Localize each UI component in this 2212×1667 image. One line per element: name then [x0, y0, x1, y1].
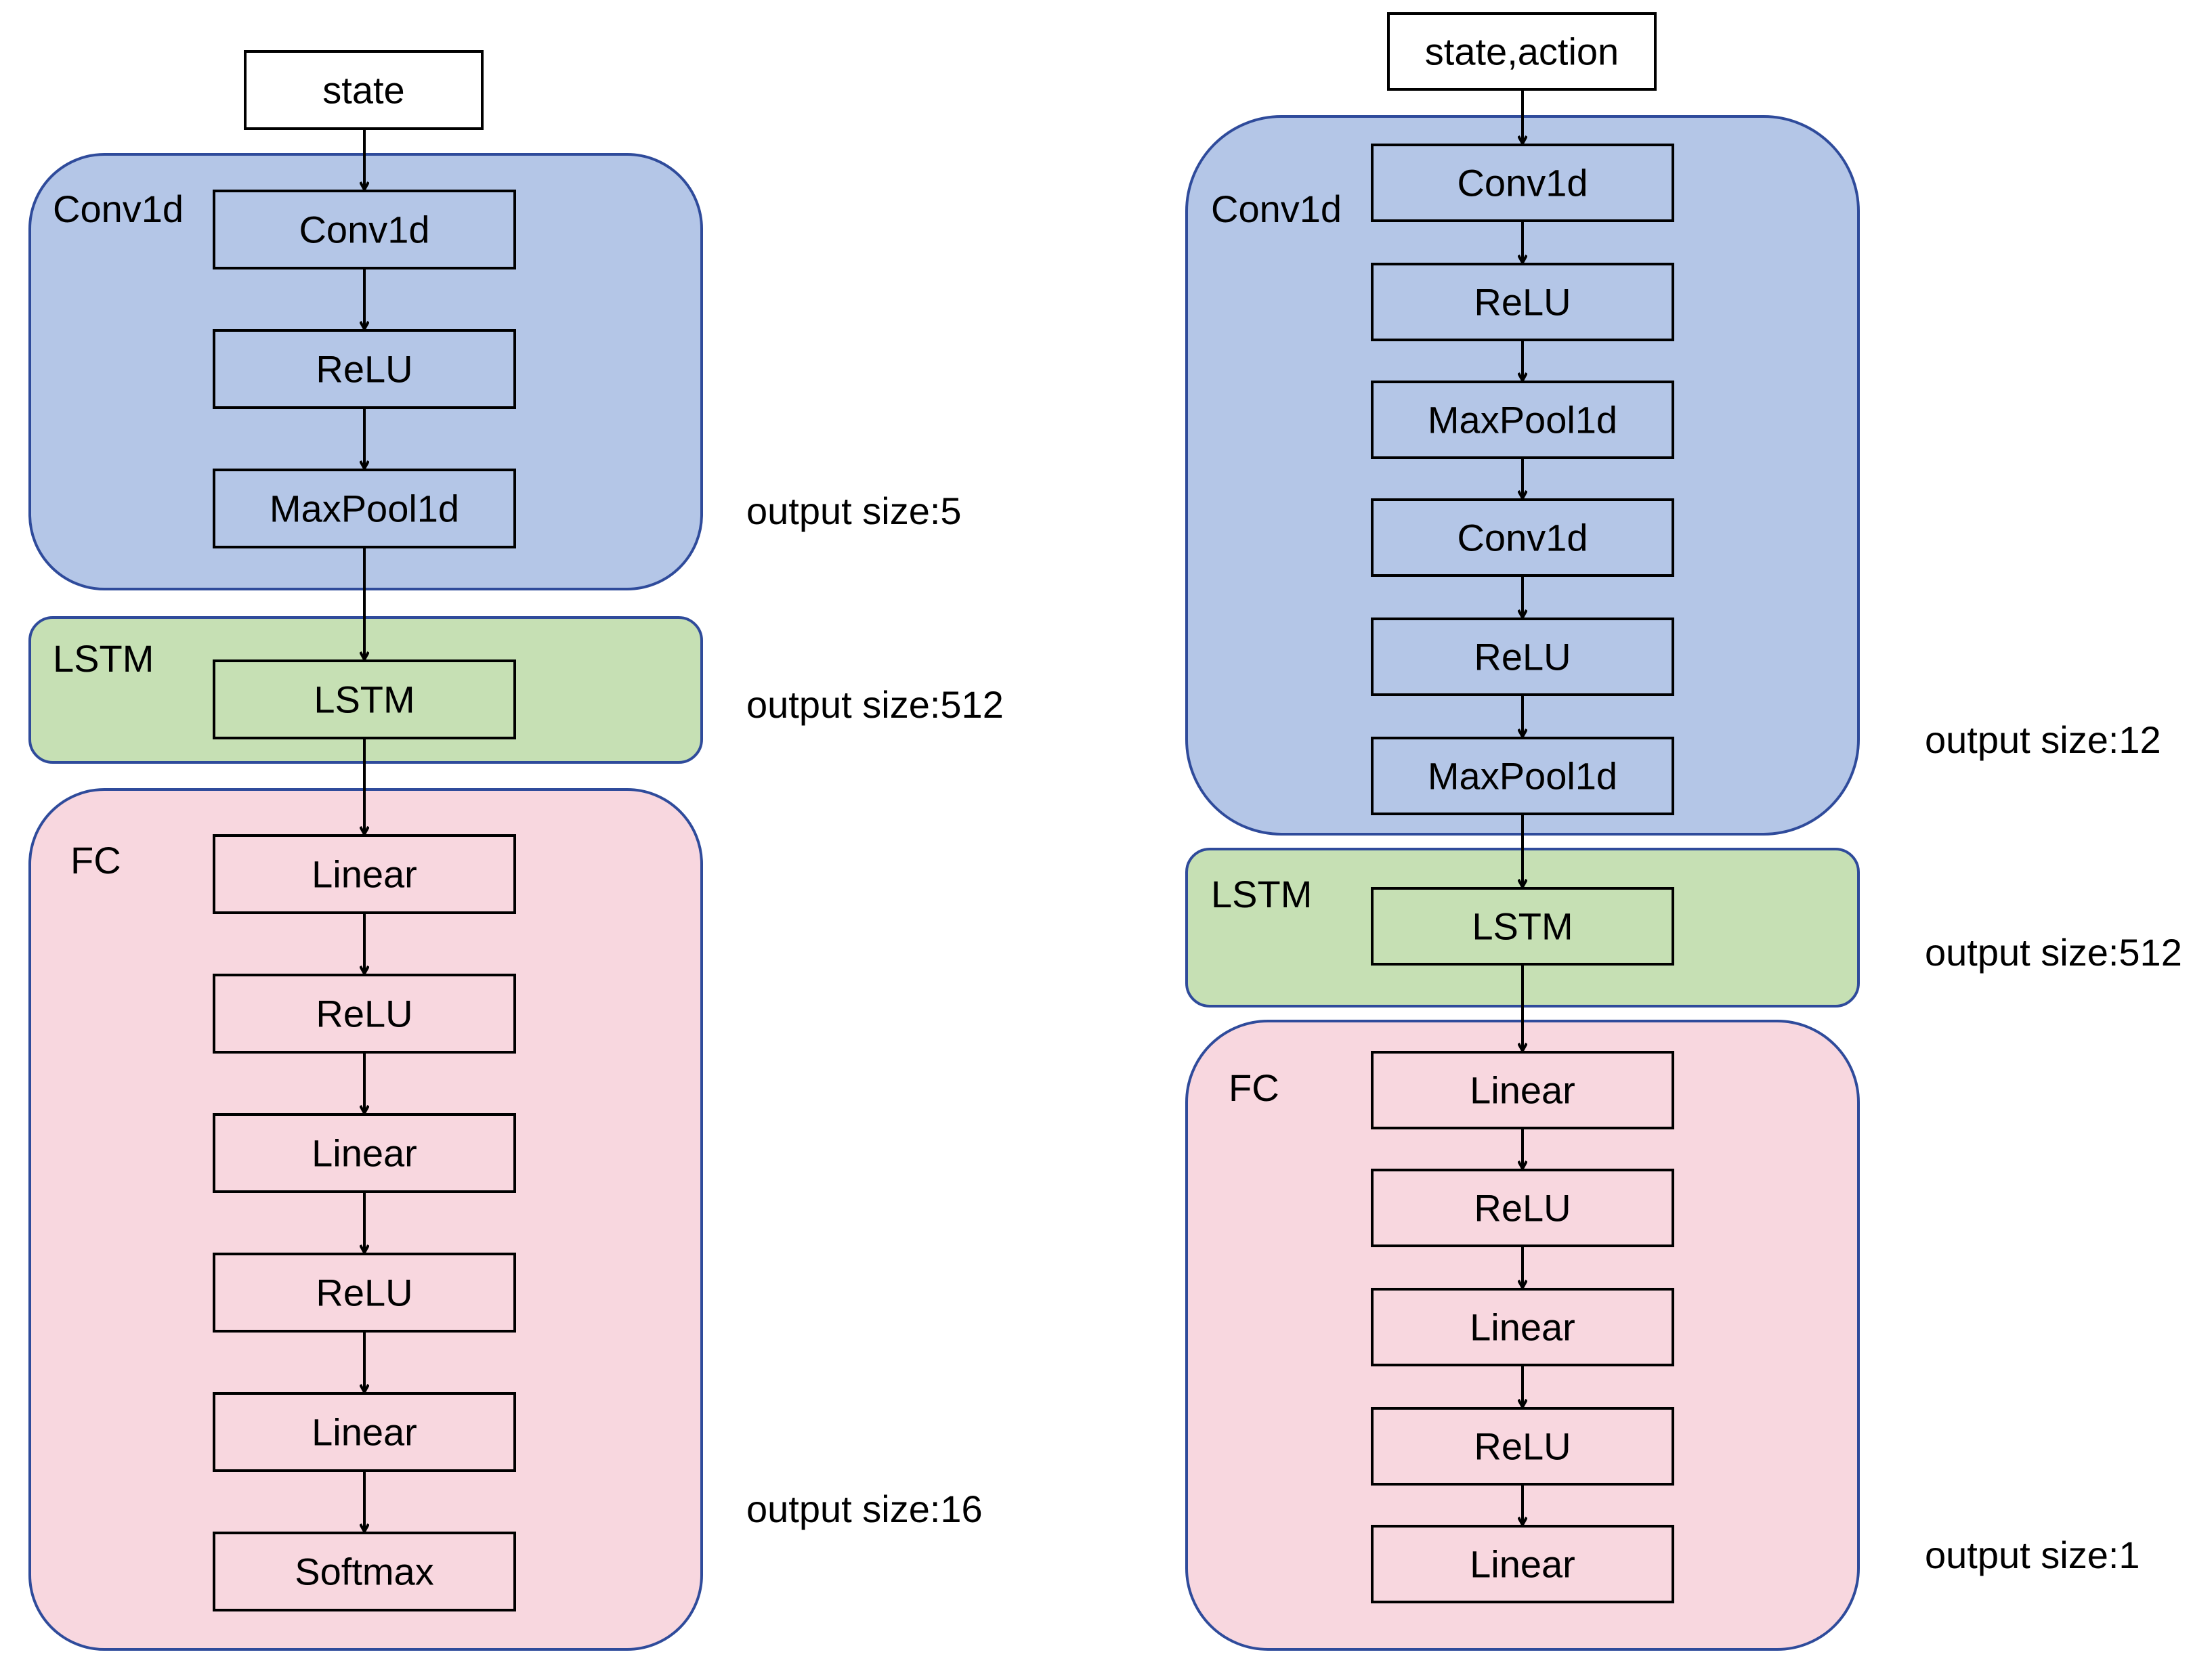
right-fc-output-size: output size:1	[1925, 1534, 2140, 1576]
left-fc-layer-1	[213, 974, 516, 1054]
left-conv-layer-0-label: Conv1d	[299, 209, 429, 251]
right-fc-layer-3-label: ReLU	[1474, 1425, 1571, 1468]
right-conv-layer-2-label: MaxPool1d	[1428, 399, 1617, 441]
right-fc-layer-1	[1371, 1169, 1674, 1247]
right-lstm-layer-0	[1371, 887, 1674, 966]
left-fc-layer-3-label: ReLU	[316, 1272, 412, 1314]
right-conv-layer-4	[1371, 618, 1674, 696]
right-conv-layer-5	[1371, 737, 1674, 815]
right-conv-layer-3-label: Conv1d	[1457, 517, 1588, 559]
left-input-label: state	[322, 69, 404, 112]
right-network: Conv1d LSTM FC state,action Conv1d ReLU …	[1185, 12, 2182, 1651]
left-fc-layer-5	[213, 1532, 516, 1611]
right-conv-layer-1-label: ReLU	[1474, 281, 1571, 324]
right-conv-layer-3	[1371, 498, 1674, 577]
left-lstm-output-size: output size:512	[746, 683, 1004, 726]
right-conv-group-label: Conv1d	[1211, 188, 1342, 230]
right-conv-layer-0-label: Conv1d	[1457, 162, 1588, 204]
left-fc-layer-1-label: ReLU	[316, 993, 412, 1035]
left-lstm-layer-0-label: LSTM	[314, 678, 414, 721]
left-conv-layer-2-label: MaxPool1d	[270, 488, 459, 530]
left-fc-layer-2-label: Linear	[312, 1132, 417, 1175]
left-fc-group-label: FC	[70, 839, 121, 882]
right-fc-layer-4	[1371, 1525, 1674, 1603]
right-lstm-layer-0-label: LSTM	[1472, 905, 1573, 948]
left-fc-layer-3	[213, 1253, 516, 1333]
right-input-label: state,action	[1425, 30, 1619, 73]
right-fc-layer-1-label: ReLU	[1474, 1187, 1571, 1230]
right-fc-layer-2-label: Linear	[1470, 1306, 1575, 1349]
right-conv-layer-4-label: ReLU	[1474, 636, 1571, 678]
left-fc-layer-0-label: Linear	[312, 853, 417, 896]
left-fc-layer-2	[213, 1113, 516, 1193]
right-conv-layer-1	[1371, 263, 1674, 341]
right-input-node	[1387, 12, 1657, 91]
right-lstm-group-label: LSTM	[1211, 873, 1312, 915]
right-conv-output-size: output size:12	[1925, 718, 2161, 761]
left-conv-group-label: Conv1d	[53, 188, 184, 230]
left-input-node	[244, 50, 484, 130]
right-lstm-output-size: output size:512	[1925, 931, 2182, 974]
left-fc-output-size: output size:16	[746, 1488, 983, 1530]
left-lstm-group-label: LSTM	[53, 637, 154, 680]
left-fc-layer-4-label: Linear	[312, 1411, 417, 1454]
left-network: Conv1d LSTM FC state Conv1d ReLU MaxPool…	[28, 50, 1004, 1651]
left-fc-layer-0	[213, 834, 516, 914]
left-fc-layer-5-label: Softmax	[295, 1551, 433, 1593]
right-fc-layer-0	[1371, 1051, 1674, 1129]
left-conv-output-size: output size:5	[746, 490, 962, 532]
right-fc-layer-3	[1371, 1407, 1674, 1486]
right-fc-group-label: FC	[1229, 1066, 1279, 1109]
left-conv-layer-1-label: ReLU	[316, 348, 412, 391]
right-conv-layer-2	[1371, 381, 1674, 459]
right-fc-layer-4-label: Linear	[1470, 1543, 1575, 1586]
right-fc-layer-0-label: Linear	[1470, 1069, 1575, 1112]
right-conv-layer-5-label: MaxPool1d	[1428, 755, 1617, 798]
